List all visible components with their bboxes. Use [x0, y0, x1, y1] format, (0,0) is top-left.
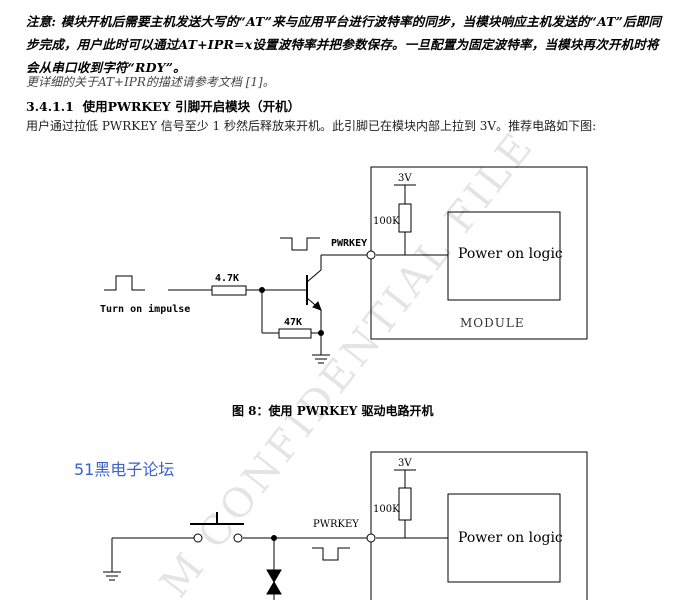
voltage-label-2: 3V	[398, 458, 412, 469]
voltage-label: 3V	[398, 173, 412, 184]
section-heading: 3.4.1.1 使用PWRKEY 引脚开启模块（开机）	[26, 96, 300, 115]
pullup-label: 100K	[373, 216, 400, 227]
module-box-2	[370, 451, 588, 600]
r2-label: 47K	[284, 317, 302, 328]
body-paragraph: 用户通过拉低 PWRKEY 信号至少 1 秒然后释放来开机。此引脚已在模块内部上…	[26, 119, 597, 133]
module-label: MODULE	[460, 316, 525, 330]
r1-label: 4.7K	[215, 273, 239, 284]
impulse-label: Turn on impulse	[100, 303, 190, 315]
section-title: 使用PWRKEY 引脚开启模块（开机）	[82, 99, 301, 114]
section-number: 3.4.1.1	[26, 99, 74, 114]
forum-watermark: 51黑电子论坛	[74, 460, 175, 479]
note-paragraph: 注意: 模块开机后需要主机发送大写的“AT”来与应用平台进行波特率的同步，当模块…	[26, 10, 666, 79]
pwrkey-label: PWRKEY	[331, 238, 367, 249]
power-logic-label: Power on logic	[458, 246, 563, 262]
figure-caption: 图 8：使用 PWRKEY 驱动电路开机	[232, 404, 434, 418]
power-logic-label-2: Power on logic	[458, 530, 563, 546]
power-logic-box	[447, 211, 561, 301]
pwrkey-pin	[366, 250, 376, 260]
resistor-47k	[278, 328, 312, 339]
tvs-diode	[266, 569, 282, 583]
pullup-label-2: 100K	[373, 504, 400, 515]
note-label: 注意:	[26, 14, 57, 29]
note-text: 模块开机后需要主机发送大写的“AT”来与应用平台进行波特率的同步，当模块响应主机…	[26, 14, 662, 75]
pullup-resistor-2	[398, 487, 412, 521]
pullup-resistor	[398, 203, 412, 233]
pwrkey-pin-2	[366, 533, 376, 543]
pwrkey-label-2: PWRKEY	[313, 519, 359, 530]
reference-line: 更详细的关于AT+IPR的描述请参考文档 [1]。	[26, 75, 275, 89]
resistor-4k7	[211, 285, 247, 296]
